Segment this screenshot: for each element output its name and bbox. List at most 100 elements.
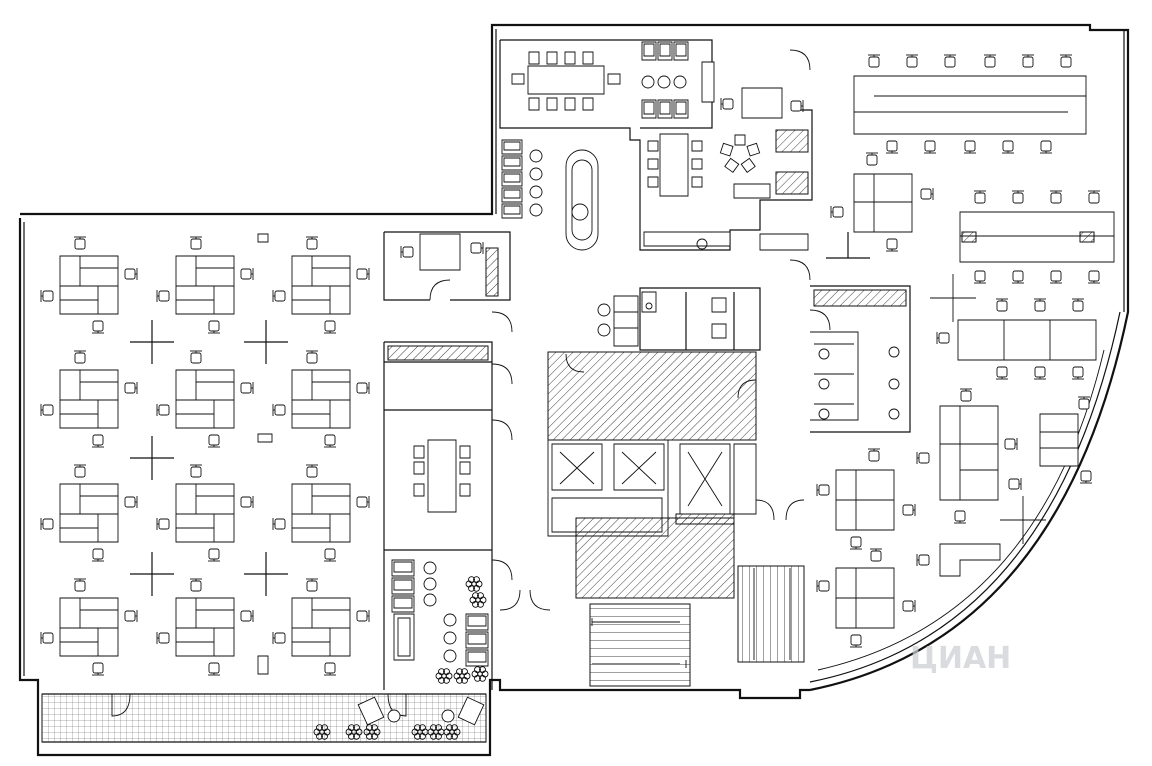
armchair[interactable]	[674, 42, 688, 60]
office-chair[interactable]	[1072, 299, 1084, 311]
office-chair[interactable]	[917, 554, 929, 566]
office-chair[interactable]	[1072, 367, 1084, 379]
office-chair[interactable]	[817, 580, 829, 592]
workstation-bench[interactable]	[958, 320, 1096, 360]
side-table[interactable]	[530, 186, 542, 198]
meeting-chair[interactable]	[583, 52, 593, 64]
workstation-cluster[interactable]	[157, 351, 253, 447]
office-chair[interactable]	[1060, 55, 1072, 67]
meeting-chair[interactable]	[648, 159, 658, 169]
lounge-chair[interactable]	[747, 143, 760, 156]
lounge-chair[interactable]	[458, 697, 484, 725]
meeting-chair[interactable]	[648, 177, 658, 187]
side-table[interactable]	[442, 710, 454, 722]
office-chair[interactable]	[125, 382, 137, 394]
side-table[interactable]	[424, 578, 436, 590]
workstation-l[interactable]	[940, 544, 1000, 576]
office-chair[interactable]	[92, 435, 104, 447]
office-chair[interactable]	[208, 321, 220, 333]
office-chair[interactable]	[886, 239, 898, 251]
office-chair[interactable]	[866, 153, 878, 165]
office-chair[interactable]	[92, 321, 104, 333]
office-chair[interactable]	[1005, 438, 1017, 450]
elevator[interactable]	[552, 444, 602, 490]
office-chair[interactable]	[1009, 478, 1021, 490]
armchair[interactable]	[642, 42, 656, 60]
office-chair[interactable]	[41, 290, 53, 302]
office-chair[interactable]	[190, 351, 202, 363]
office-chair[interactable]	[92, 549, 104, 561]
armchair[interactable]	[658, 42, 672, 60]
meeting-chair[interactable]	[692, 177, 702, 187]
office-chair[interactable]	[1088, 191, 1100, 203]
office-chair[interactable]	[831, 206, 843, 218]
side-table[interactable]	[444, 650, 456, 662]
side-table[interactable]	[530, 204, 542, 216]
office-chair[interactable]	[1050, 191, 1062, 203]
armchair[interactable]	[502, 140, 522, 154]
conference-table[interactable]	[528, 66, 604, 94]
office-chair[interactable]	[157, 632, 169, 644]
office-chair[interactable]	[324, 435, 336, 447]
workstation-cluster[interactable]	[854, 174, 912, 232]
workstation[interactable]	[1040, 414, 1078, 466]
office-chair[interactable]	[357, 610, 369, 622]
meeting-chair[interactable]	[460, 446, 470, 458]
office-chair[interactable]	[996, 367, 1008, 379]
office-chair[interactable]	[357, 382, 369, 394]
reception-desk[interactable]	[420, 234, 460, 270]
lounge-chair[interactable]	[358, 697, 384, 725]
workstation-cluster[interactable]	[273, 351, 369, 447]
lounge-chair[interactable]	[725, 158, 739, 172]
meeting-chair[interactable]	[583, 98, 593, 110]
office-chair[interactable]	[306, 579, 318, 591]
office-chair[interactable]	[1050, 271, 1062, 283]
reception-counter[interactable]	[566, 150, 598, 250]
office-chair[interactable]	[954, 511, 966, 523]
office-chair[interactable]	[1034, 299, 1046, 311]
workstation-cluster[interactable]	[41, 465, 137, 561]
meeting-chair[interactable]	[565, 98, 575, 110]
office-chair[interactable]	[306, 351, 318, 363]
office-chair[interactable]	[917, 452, 929, 464]
workstation-cluster[interactable]	[157, 237, 253, 333]
office-chair[interactable]	[1080, 471, 1092, 483]
workstation-cluster[interactable]	[157, 579, 253, 675]
office-chair[interactable]	[850, 537, 862, 549]
workstation-cluster[interactable]	[157, 465, 253, 561]
meeting-chair[interactable]	[547, 52, 557, 64]
office-chair[interactable]	[306, 237, 318, 249]
office-chair[interactable]	[208, 663, 220, 675]
office-chair[interactable]	[817, 484, 829, 496]
armchair[interactable]	[502, 156, 522, 170]
meeting-chair[interactable]	[414, 446, 424, 458]
office-chair[interactable]	[125, 268, 137, 280]
armchair[interactable]	[658, 100, 672, 118]
office-chair[interactable]	[41, 404, 53, 416]
office-chair[interactable]	[868, 449, 880, 461]
meeting-chair[interactable]	[460, 484, 470, 496]
office-chair[interactable]	[306, 465, 318, 477]
office-chair[interactable]	[921, 188, 933, 200]
meeting-table[interactable]	[660, 134, 688, 196]
meeting-chair[interactable]	[512, 74, 524, 84]
office-chair[interactable]	[241, 382, 253, 394]
office-chair[interactable]	[960, 389, 972, 401]
sofa[interactable]	[394, 614, 414, 660]
meeting-chair[interactable]	[692, 141, 702, 151]
office-chair[interactable]	[974, 191, 986, 203]
office-chair[interactable]	[791, 100, 803, 112]
meeting-chair[interactable]	[460, 462, 470, 474]
credenza[interactable]	[702, 62, 714, 102]
office-chair[interactable]	[886, 141, 898, 153]
office-chair[interactable]	[74, 237, 86, 249]
meeting-chair[interactable]	[414, 484, 424, 496]
office-chair[interactable]	[92, 663, 104, 675]
office-chair[interactable]	[241, 496, 253, 508]
office-chair[interactable]	[157, 290, 169, 302]
side-table[interactable]	[444, 614, 456, 626]
office-chair[interactable]	[241, 610, 253, 622]
side-table[interactable]	[530, 150, 542, 162]
side-table[interactable]	[642, 76, 654, 88]
office-chair[interactable]	[1078, 397, 1090, 409]
